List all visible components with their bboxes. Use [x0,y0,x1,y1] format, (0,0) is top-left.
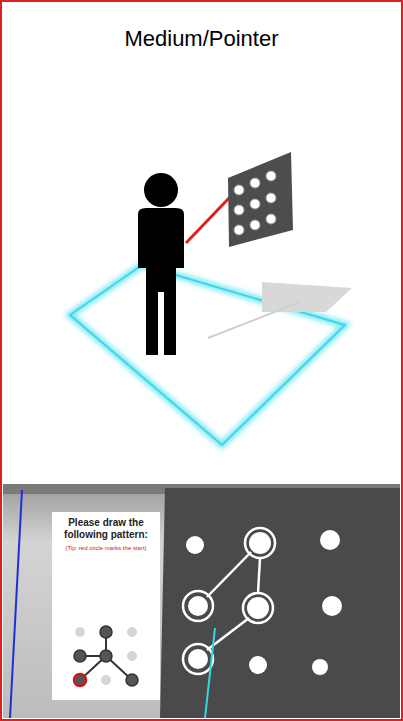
instruction-sign: Please draw the following pattern: (Tip: … [52,512,160,700]
cyan-ray [205,628,215,718]
drawn-pattern [183,528,275,674]
pattern-preview [52,614,160,700]
person-silhouette [138,173,184,355]
target-panel [228,152,293,247]
panel-title: Medium/Pointer [0,26,403,52]
vr-screenshot [3,484,400,718]
panel-shadow [262,282,352,312]
draw-panel [160,488,400,718]
pointer-ray [186,196,231,243]
blue-ray [10,490,22,718]
shadow-line [208,302,300,338]
instruction-text: Please draw the following pattern: [57,517,155,541]
tip-text: (Tip: red circle marks the start) [57,544,155,552]
panel-dots [186,530,342,675]
